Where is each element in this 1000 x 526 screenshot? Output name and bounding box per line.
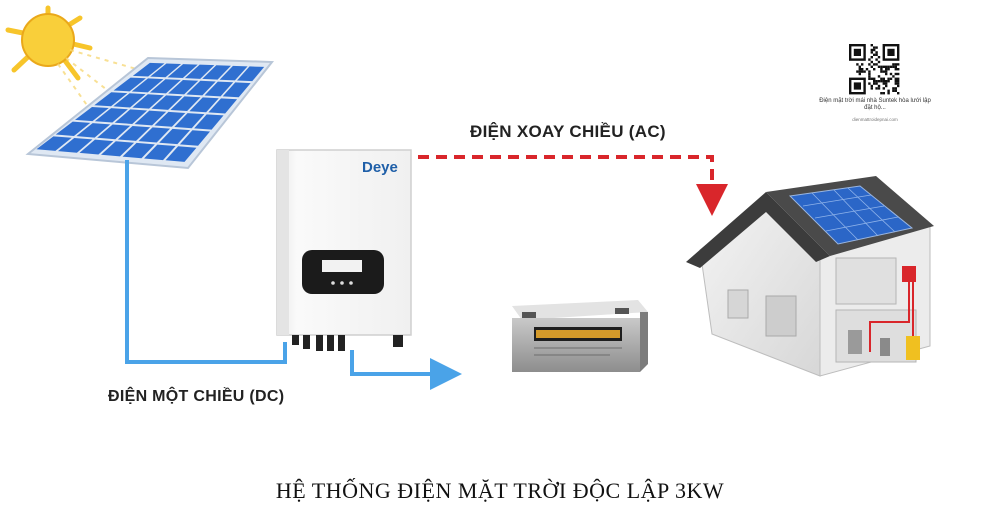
panel-cell [170, 96, 201, 112]
panel-cell [94, 108, 128, 123]
dc-label: ĐIỆN MỘT CHIỀU (DC) [108, 388, 285, 405]
panel-cell [149, 79, 181, 94]
panel-cell [97, 124, 131, 140]
panel-cell [132, 62, 165, 77]
panel-cell [174, 113, 205, 129]
panel-cell [219, 65, 248, 81]
inverter-brand-label: Deye [362, 159, 398, 176]
panel-cell [236, 66, 265, 82]
house-icon [686, 176, 934, 377]
panel-cell [204, 81, 234, 97]
panel-cell [132, 94, 164, 109]
panel-cell [184, 64, 215, 79]
panel-cell [189, 97, 219, 113]
panel-cell [150, 63, 182, 78]
battery-icon [512, 300, 648, 372]
dc-wire [125, 160, 462, 390]
panel-cell [151, 95, 183, 110]
panel-cell [134, 110, 167, 126]
panel-cell [131, 78, 164, 93]
panel-cell [55, 121, 91, 136]
panel-cell [122, 142, 155, 159]
qr-code-icon [847, 42, 902, 97]
panel-cell [159, 128, 191, 145]
panel-cell [94, 92, 128, 107]
panel-cell [222, 82, 251, 98]
panel-cell [179, 130, 210, 146]
panel-cell [202, 65, 231, 80]
panel-cell [101, 141, 135, 157]
qr-url: dienmattroidepnai.com [852, 117, 898, 122]
panel-cell [79, 139, 114, 155]
panel-cell [36, 136, 72, 151]
panel-cell [165, 146, 197, 162]
panel-cell [138, 127, 171, 143]
panel-cell [194, 114, 224, 130]
ac-label: ĐIỆN XOAY CHIỀU (AC) [470, 122, 666, 141]
ac-wire [418, 155, 728, 216]
panel-cell [168, 79, 199, 95]
panel-cell [75, 106, 109, 122]
panel-cell [208, 98, 238, 114]
panel-cell [113, 77, 146, 92]
qr-caption: Điện mặt trời mái nhà Suntek hòa lưới lậ… [819, 98, 931, 111]
panel-cell [117, 125, 151, 141]
inverter-icon [276, 149, 412, 351]
panel-cell [144, 144, 176, 161]
panel-cell [167, 64, 198, 79]
panel-cell [114, 109, 148, 124]
panel-cell [113, 93, 146, 108]
panel-cell [76, 123, 111, 138]
panel-cell [154, 111, 186, 127]
panel-cell [57, 137, 93, 153]
panel-cell [186, 80, 216, 96]
diagram-title: HỆ THỐNG ĐIỆN MẶT TRỜI ĐỘC LẬP 3KW [275, 478, 725, 503]
solar-panel-icon [25, 56, 275, 170]
